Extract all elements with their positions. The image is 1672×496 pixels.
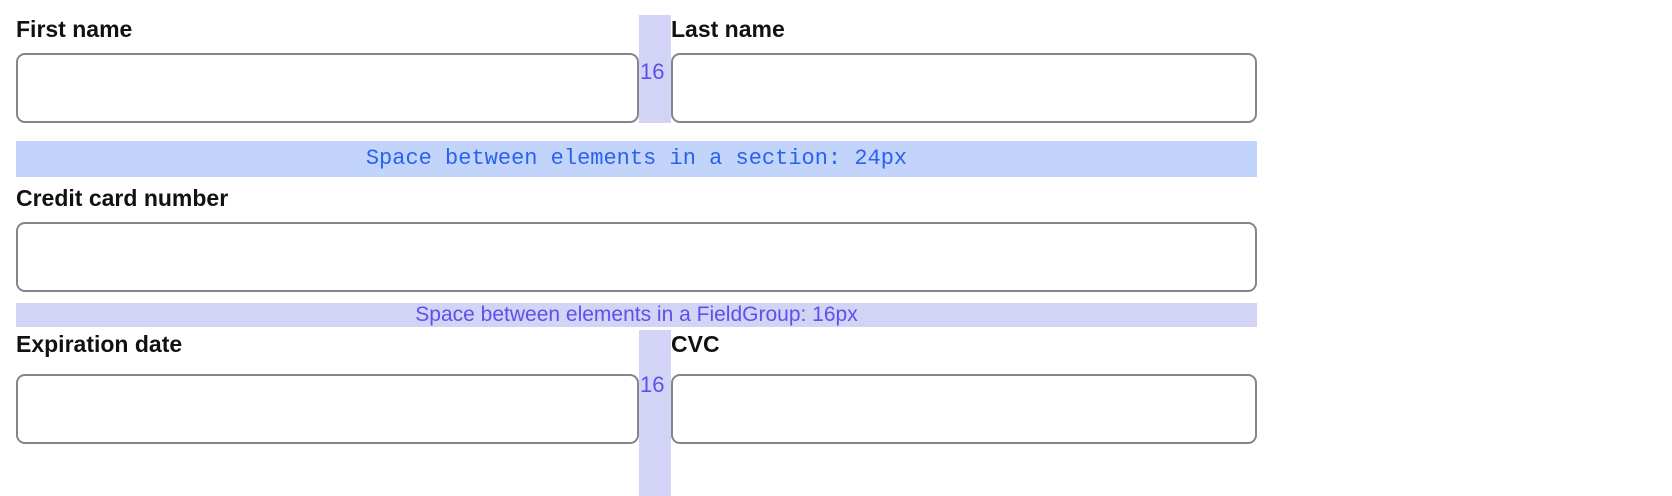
credit-card-row: Credit card number: [16, 184, 1257, 292]
name-row: First name 16 Last name: [16, 15, 1257, 123]
cvc-field-group: CVC: [671, 330, 1257, 444]
expiry-row-gutter-annotation: 16: [639, 330, 671, 496]
section-spacing-annotation: Space between elements in a section: 24p…: [16, 141, 1257, 177]
last-name-input[interactable]: [671, 53, 1257, 123]
cvc-input[interactable]: [671, 374, 1257, 444]
expiration-date-input[interactable]: [16, 374, 639, 444]
name-row-gutter-annotation: 16: [639, 15, 671, 123]
name-row-gutter-value: 16: [640, 59, 665, 84]
fieldgroup-spacing-annotation: Space between elements in a FieldGroup: …: [16, 303, 1257, 327]
first-name-field-group: First name: [16, 15, 639, 123]
first-name-label: First name: [16, 16, 133, 42]
last-name-label: Last name: [671, 16, 785, 42]
last-name-field-group: Last name: [671, 15, 1257, 123]
expiration-date-field-group: Expiration date: [16, 330, 639, 444]
expiry-row: Expiration date 16 CVC: [16, 330, 1257, 496]
credit-card-number-label: Credit card number: [16, 185, 229, 211]
expiration-date-label: Expiration date: [16, 331, 183, 357]
credit-card-number-input[interactable]: [16, 222, 1257, 292]
first-name-input[interactable]: [16, 53, 639, 123]
cvc-label: CVC: [671, 331, 720, 357]
expiry-row-gutter-value: 16: [640, 372, 665, 397]
